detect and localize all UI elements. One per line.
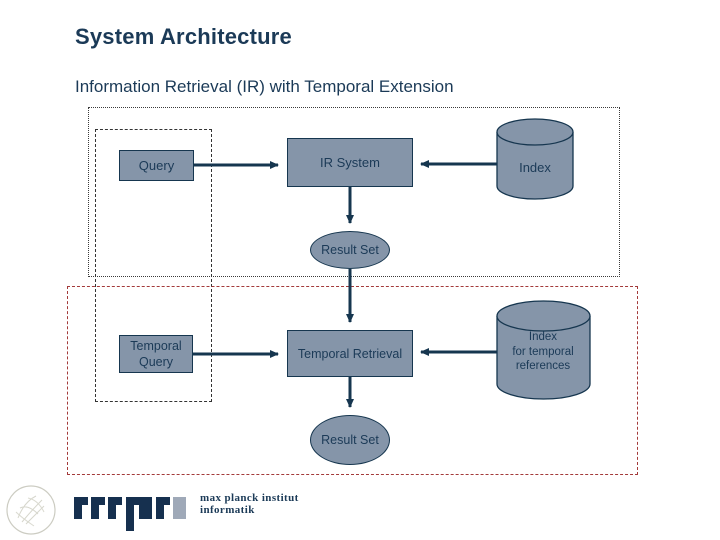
index-cylinder-label: Index [519,160,551,175]
temporal-index-line-2: for temporal [512,345,574,358]
temporal-section-red-dashed-frame [67,286,638,475]
temporal-index-line-3: references [515,360,571,372]
institute-name-line-2: informatik [200,503,255,516]
temporal-query-node-label: Temporal Query [130,339,182,369]
temporal-query-node: Temporal Query [119,335,193,373]
slide-subtitle: Information Retrieval (IR) with Temporal… [75,77,454,96]
query-node: Query [119,150,194,181]
max-planck-seal-icon [6,485,56,535]
ir-system-node-label: IR System [320,155,380,170]
result-set-top-node: Result Set [310,231,390,269]
ir-system-node: IR System [287,138,413,187]
temporal-retrieval-node: Temporal Retrieval [287,330,413,377]
institute-name-line-1: max planck institut [200,492,299,504]
temporal-index-cylinder-label: Index for temporal references [493,330,593,374]
query-node-label: Query [138,158,175,173]
result-set-top-label: Result Set [321,243,379,257]
mpi-logo [74,497,186,531]
ir-section-dotted-frame [88,107,620,277]
slide-title: System Architecture [75,24,292,49]
temporal-index-line-1: Index [528,331,558,343]
result-set-bottom-label: Result Set [321,433,379,447]
temporal-retrieval-node-label: Temporal Retrieval [297,346,403,361]
query-column-dashed-frame [95,129,212,402]
result-set-bottom-node: Result Set [310,415,390,465]
institute-name: max planck institut informatik [200,492,299,516]
